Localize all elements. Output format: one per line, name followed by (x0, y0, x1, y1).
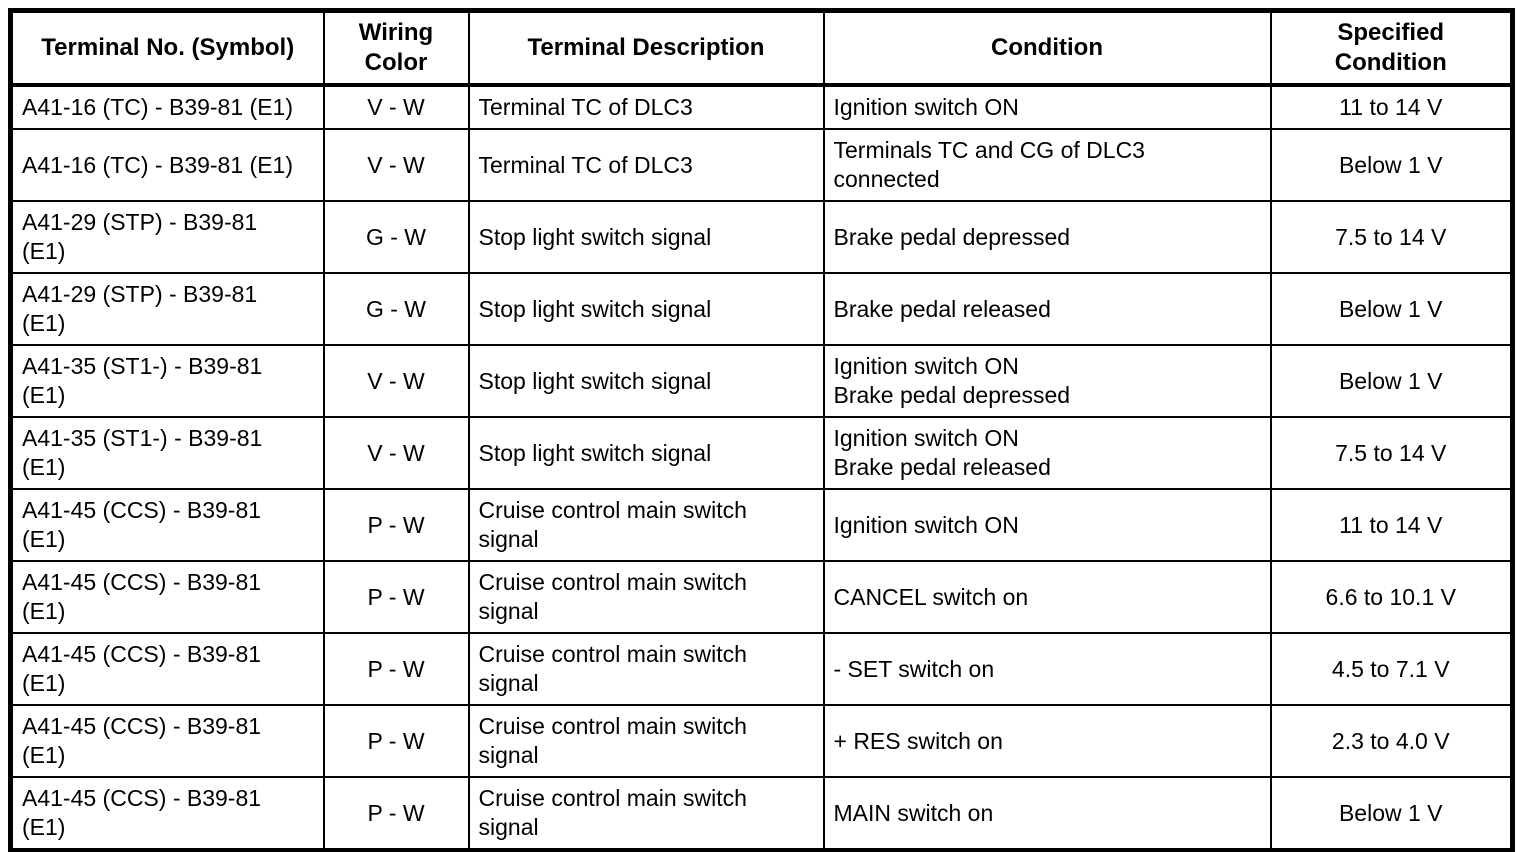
cell-terminal-no: A41-16 (TC) - B39-81 (E1) (9, 128, 325, 202)
cell-specified-condition: 11 to 14 V (1269, 488, 1514, 562)
cell-terminal-no: A41-45 (CCS) - B39-81 (E1) (9, 632, 325, 706)
cell-wiring-color: V - W (322, 128, 470, 202)
cell-terminal-no: A41-29 (STP) - B39-81 (E1) (9, 200, 325, 274)
cell-terminal-no: A41-35 (ST1-) - B39-81 (E1) (9, 344, 325, 418)
column-header-condition: Condition (822, 9, 1272, 87)
cell-wiring-color: P - W (322, 704, 470, 778)
cell-terminal-description: Stop light switch signal (467, 344, 825, 418)
cell-specified-condition: 7.5 to 14 V (1269, 416, 1514, 490)
cell-specified-condition: 6.6 to 10.1 V (1269, 560, 1514, 634)
cell-terminal-no: A41-29 (STP) - B39-81 (E1) (9, 272, 325, 346)
cell-terminal-description: Cruise control main switch signal (467, 632, 825, 706)
cell-wiring-color: P - W (322, 560, 470, 634)
cell-terminal-no: A41-35 (ST1-) - B39-81 (E1) (9, 416, 325, 490)
cell-terminal-description: Cruise control main switch signal (467, 776, 825, 852)
cell-specified-condition: 11 to 14 V (1269, 84, 1514, 130)
cell-condition: + RES switch on (822, 704, 1272, 778)
cell-wiring-color: P - W (322, 632, 470, 706)
column-header-wiring-color: Wiring Color (322, 9, 470, 87)
cell-condition: Brake pedal released (822, 272, 1272, 346)
cell-wiring-color: P - W (322, 776, 470, 852)
cell-terminal-no: A41-45 (CCS) - B39-81 (E1) (9, 488, 325, 562)
cell-terminal-no: A41-45 (CCS) - B39-81 (E1) (9, 704, 325, 778)
column-header-specified-condition: Specified Condition (1269, 9, 1514, 87)
cell-condition: Ignition switch ON Brake pedal released (822, 416, 1272, 490)
cell-terminal-description: Terminal TC of DLC3 (467, 128, 825, 202)
terminal-voltage-table: Terminal No. (Symbol) Wiring Color Termi… (8, 8, 1515, 852)
cell-terminal-no: A41-45 (CCS) - B39-81 (E1) (9, 776, 325, 852)
cell-specified-condition: 2.3 to 4.0 V (1269, 704, 1514, 778)
cell-wiring-color: G - W (322, 200, 470, 274)
cell-condition: MAIN switch on (822, 776, 1272, 852)
cell-terminal-description: Stop light switch signal (467, 200, 825, 274)
cell-condition: Ignition switch ON Brake pedal depressed (822, 344, 1272, 418)
cell-specified-condition: Below 1 V (1269, 272, 1514, 346)
cell-terminal-description: Stop light switch signal (467, 416, 825, 490)
cell-condition: Ignition switch ON (822, 488, 1272, 562)
cell-specified-condition: 4.5 to 7.1 V (1269, 632, 1514, 706)
column-header-terminal-description: Terminal Description (467, 9, 825, 87)
cell-specified-condition: Below 1 V (1269, 344, 1514, 418)
cell-terminal-no: A41-45 (CCS) - B39-81 (E1) (9, 560, 325, 634)
table-header-row: Terminal No. (Symbol) Wiring Color Termi… (9, 9, 1514, 87)
cell-wiring-color: G - W (322, 272, 470, 346)
cell-condition: - SET switch on (822, 632, 1272, 706)
cell-wiring-color: V - W (322, 84, 470, 130)
cell-terminal-description: Terminal TC of DLC3 (467, 84, 825, 130)
cell-specified-condition: Below 1 V (1269, 776, 1514, 852)
cell-specified-condition: Below 1 V (1269, 128, 1514, 202)
cell-terminal-description: Cruise control main switch signal (467, 704, 825, 778)
cell-condition: Ignition switch ON (822, 84, 1272, 130)
cell-specified-condition: 7.5 to 14 V (1269, 200, 1514, 274)
cell-wiring-color: V - W (322, 344, 470, 418)
cell-terminal-description: Cruise control main switch signal (467, 560, 825, 634)
column-header-terminal-no: Terminal No. (Symbol) (9, 9, 325, 87)
cell-condition: CANCEL switch on (822, 560, 1272, 634)
cell-condition: Terminals TC and CG of DLC3 connected (822, 128, 1272, 202)
cell-wiring-color: P - W (322, 488, 470, 562)
cell-terminal-description: Cruise control main switch signal (467, 488, 825, 562)
cell-wiring-color: V - W (322, 416, 470, 490)
cell-condition: Brake pedal depressed (822, 200, 1272, 274)
cell-terminal-description: Stop light switch signal (467, 272, 825, 346)
cell-terminal-no: A41-16 (TC) - B39-81 (E1) (9, 84, 325, 130)
